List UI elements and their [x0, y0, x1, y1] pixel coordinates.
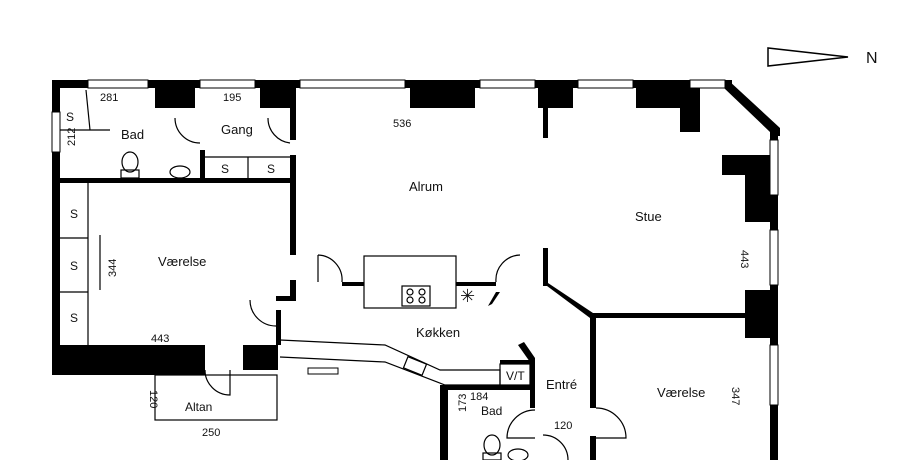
room-label-koekken: Køkken: [416, 325, 460, 340]
storage-label: S: [267, 162, 275, 176]
storage-label: S: [70, 207, 78, 221]
door-swings: [174, 117, 627, 460]
storage-dividers: [60, 89, 292, 345]
dimension-173: 173: [457, 394, 469, 412]
window-kitchen: [307, 367, 339, 375]
storage-label: S: [66, 110, 74, 124]
dimension-195: 195: [223, 92, 241, 104]
balcony-outline: [154, 374, 278, 421]
dimension-347: 347: [729, 387, 741, 405]
dimension-120-entre: 120: [554, 420, 572, 432]
room-label-stue: Stue: [635, 209, 662, 224]
dimension-120-altan: 120: [147, 390, 159, 408]
storage-label: S: [70, 259, 78, 273]
room-label-bad: Bad: [121, 127, 144, 142]
outer-walls: [52, 80, 780, 460]
extractor-fan-icon: ✳: [460, 286, 475, 306]
windows: [51, 79, 779, 406]
room-label-vaerelse: Værelse: [158, 254, 206, 269]
room-label-altan: Altan: [185, 400, 212, 414]
sink-icon: [169, 165, 529, 460]
interior-walls: [60, 88, 750, 460]
dimension-536: 536: [393, 118, 411, 130]
north-label: N: [866, 50, 878, 67]
dimension-212: 212: [66, 128, 78, 146]
north-arrow-icon: [767, 47, 849, 67]
room-label-bad-2: Bad: [481, 404, 502, 418]
room-label-entre: Entré: [546, 377, 577, 392]
dimension-443-stue: 443: [738, 250, 750, 268]
storage-label: S: [70, 311, 78, 325]
vt-label: V/T: [506, 369, 525, 383]
room-label-gang: Gang: [221, 122, 253, 137]
room-label-alrum: Alrum: [409, 179, 443, 194]
dimension-281: 281: [100, 92, 118, 104]
dimension-443: 443: [151, 333, 169, 345]
kitchen-fixtures: [279, 255, 531, 386]
dimension-184: 184: [470, 391, 488, 403]
room-label-vaerelse-2: Værelse: [657, 385, 705, 400]
dimension-344: 344: [107, 259, 119, 277]
storage-label: S: [221, 162, 229, 176]
dimension-250: 250: [202, 427, 220, 439]
toilet-icon: [120, 151, 502, 460]
